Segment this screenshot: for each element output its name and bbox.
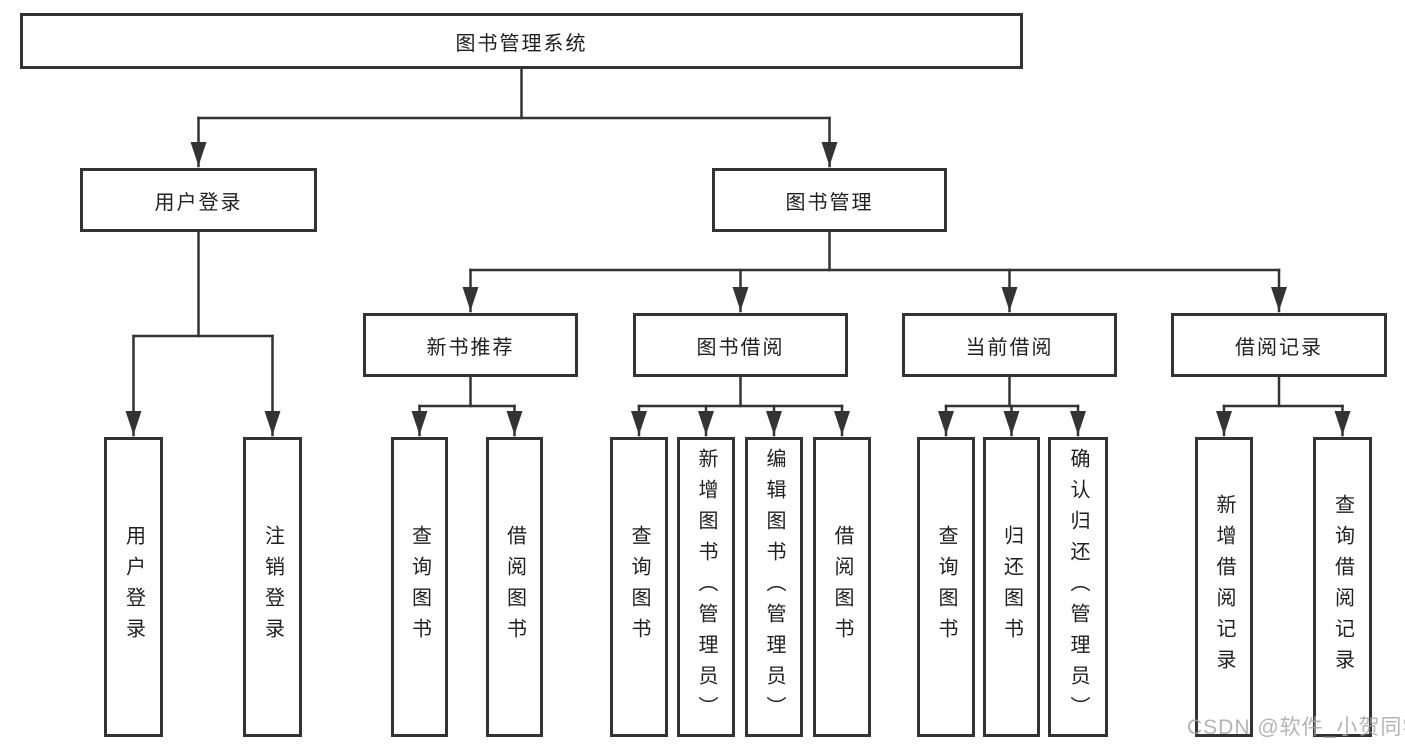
node-label: 查询图书 <box>628 525 650 649</box>
node-label: 当前借阅 <box>965 336 1054 359</box>
node-label: 新增图书（管理员） <box>695 447 717 727</box>
leaf-add-book-admin: 新增图书（管理员） <box>677 437 735 737</box>
connector-book-management-branch <box>462 230 1287 313</box>
node-label: 查询借阅记录 <box>1331 494 1354 680</box>
leaf-logout: 注销登录 <box>243 437 302 737</box>
node-label: 用户登录 <box>122 525 145 649</box>
node-new-book-recommend: 新书推荐 <box>363 313 578 377</box>
node-label: 注销登录 <box>261 525 284 649</box>
leaf-borrow-books: 借阅图书 <box>813 437 871 737</box>
node-label: 查询图书 <box>935 525 957 649</box>
node-label: 查询图书 <box>408 525 431 649</box>
connector-root-to-level2 <box>190 67 838 168</box>
node-label: 编辑图书（管理员） <box>763 447 785 727</box>
leaf-borrow-books-recommend: 借阅图书 <box>486 437 543 737</box>
connector-new-book-recommend-branch <box>411 375 523 437</box>
leaf-query-books-current: 查询图书 <box>917 437 975 737</box>
node-label: 图书借阅 <box>696 336 785 359</box>
node-label: 用户登录 <box>154 191 243 214</box>
node-book-management: 图书管理 <box>712 168 947 232</box>
node-book-borrow: 图书借阅 <box>633 313 848 377</box>
node-label: 图书管理 <box>785 191 874 214</box>
leaf-query-books-borrow: 查询图书 <box>610 437 668 737</box>
leaf-edit-book-admin: 编辑图书（管理员） <box>745 437 803 737</box>
connector-user-login-branch <box>125 230 281 437</box>
node-label: 新增借阅记录 <box>1213 494 1235 680</box>
node-user-login: 用户登录 <box>80 168 317 232</box>
leaf-user-login: 用户登录 <box>104 437 163 737</box>
connector-book-borrow-branch <box>631 375 850 437</box>
node-library-management-system: 图书管理系统 <box>20 13 1023 69</box>
leaf-confirm-return-admin: 确认归还（管理员） <box>1048 437 1108 737</box>
node-label: 借阅记录 <box>1235 336 1323 359</box>
connector-current-borrow-branch <box>938 375 1086 437</box>
connector-borrow-records-branch <box>1216 375 1351 437</box>
node-label: 确认归还（管理员） <box>1067 447 1089 727</box>
node-label: 借阅图书 <box>831 525 853 649</box>
node-label: 归还图书 <box>1000 525 1023 649</box>
leaf-query-borrow-record: 查询借阅记录 <box>1313 437 1372 737</box>
leaf-return-books: 归还图书 <box>983 437 1040 737</box>
leaf-query-books-recommend: 查询图书 <box>391 437 448 737</box>
node-borrow-records: 借阅记录 <box>1171 313 1387 377</box>
node-current-borrow: 当前借阅 <box>902 313 1117 377</box>
node-label: 借阅图书 <box>503 525 526 649</box>
node-label: 图书管理系统 <box>455 32 588 55</box>
watermark: CSDN @软件_小贺同学 <box>1187 716 1405 739</box>
node-label: 新书推荐 <box>426 336 515 359</box>
leaf-add-borrow-record: 新增借阅记录 <box>1195 437 1253 737</box>
